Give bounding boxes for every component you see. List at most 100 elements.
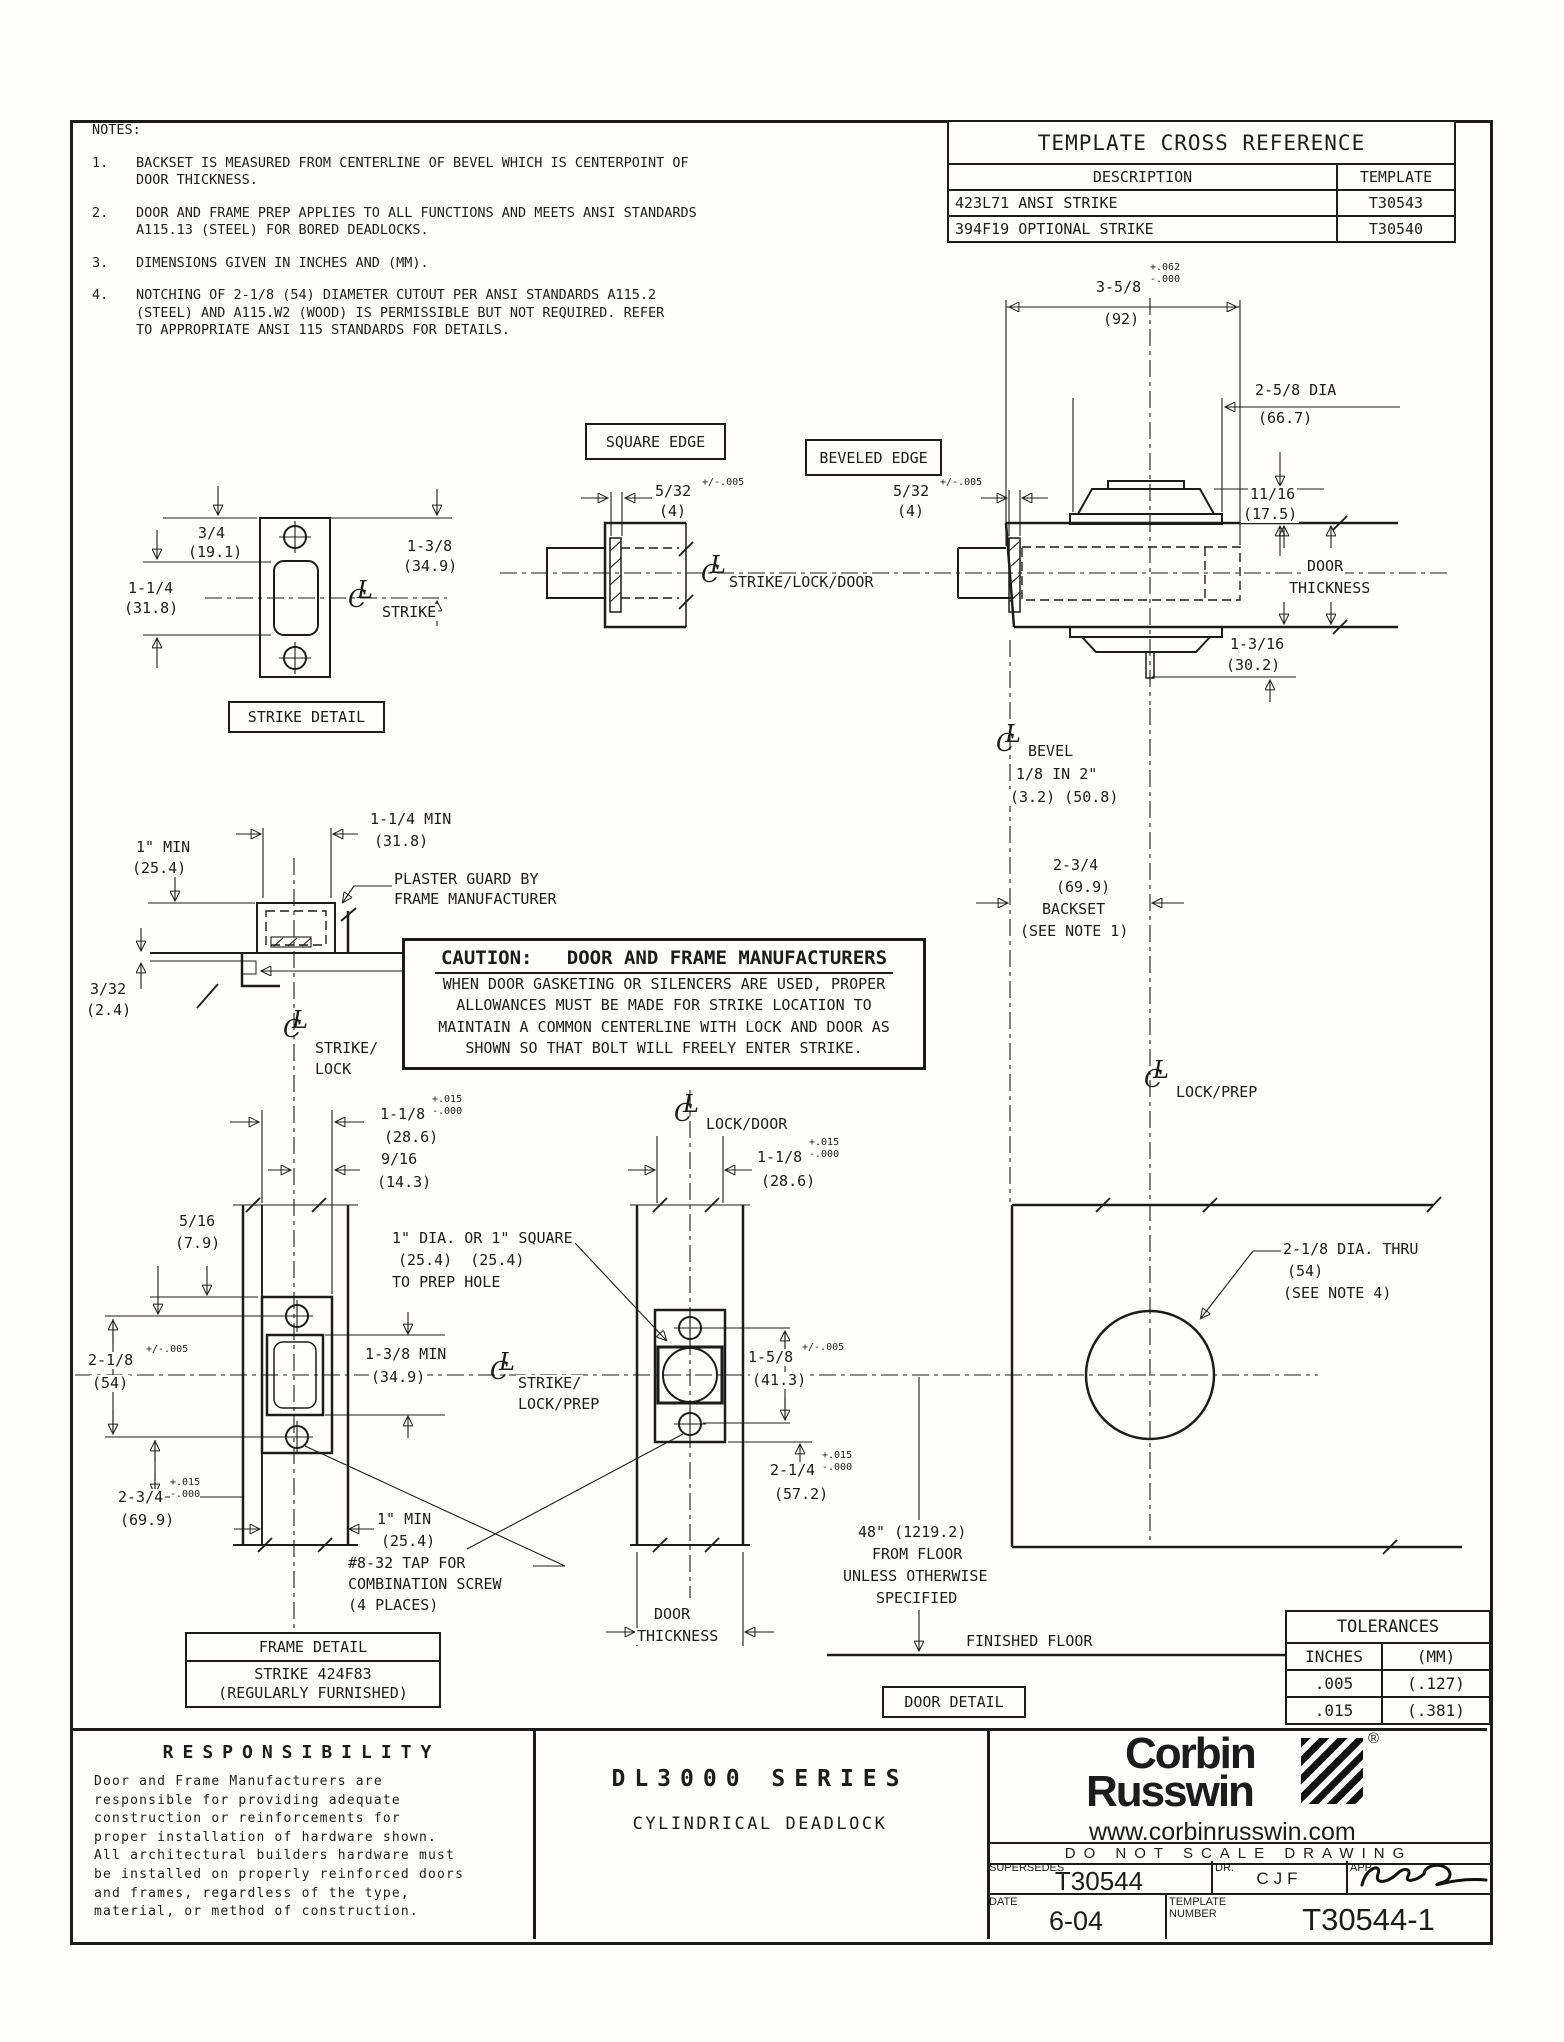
bevel-ratio: 1/8 IN 2" xyxy=(1014,765,1100,784)
dim-1-1-4-min-mm: (31.8) xyxy=(372,832,431,851)
dim-2-1-8-tol: +/-.005 xyxy=(144,1344,191,1355)
tolerances-title: TOLERANCES xyxy=(1287,1612,1489,1644)
dim-5-32-bevel-mm: (4) xyxy=(895,502,927,521)
dim-2-3-4-frame-tol: +.015-.000 xyxy=(170,1477,201,1501)
drawing-border xyxy=(70,120,1493,1945)
note-text: NOTCHING OF 2-1/8 (54) DIAMETER CUTOUT P… xyxy=(136,287,665,339)
dim-9-16: 9/16 xyxy=(379,1150,420,1169)
col-description: DESCRIPTION xyxy=(949,165,1338,189)
registered-mark: ® xyxy=(1368,1730,1380,1747)
drawn-by-cell: DR. CJF xyxy=(1213,1861,1348,1895)
cell-inches: .005 xyxy=(1287,1671,1383,1696)
website-url: www.corbinrusswin.com xyxy=(1089,1818,1356,1846)
col-mm: (MM) xyxy=(1416,1647,1456,1666)
caption-text: FRAME DETAIL xyxy=(187,1634,439,1662)
cell-template: T30543 xyxy=(1368,194,1424,212)
caution-line: ALLOWANCES MUST BE MADE FOR STRIKE LOCAT… xyxy=(456,996,872,1015)
note-text: DIMENSIONS GIVEN IN INCHES AND (MM). xyxy=(136,254,429,271)
tol-minus: -.000 xyxy=(822,1462,853,1473)
dim-1-3-16: 1-3/16 xyxy=(1228,635,1287,654)
approval-signature xyxy=(1360,1863,1488,1887)
tolerances-row: .005 (.127) xyxy=(1287,1671,1489,1698)
dim-11-16-mm: (17.5) xyxy=(1241,505,1300,524)
tap-note2: COMBINATION SCREW xyxy=(346,1575,504,1594)
dim-2-5-8-dia-mm: (66.7) xyxy=(1256,409,1315,428)
dim-3-5-8: 3-5/8 xyxy=(1094,278,1144,297)
caution-box: CAUTION: DOOR AND FRAME MANUFACTURERS WH… xyxy=(402,938,926,1071)
dim-3-32-mm: (2.4) xyxy=(84,1001,134,1020)
template-word: TEMPLATE xyxy=(1169,1896,1227,1908)
floor-height1: 48" (1219.2) xyxy=(856,1523,969,1542)
centerline-l: L xyxy=(710,551,726,579)
dim-1-1-8-frame-mm: (28.6) xyxy=(382,1128,441,1147)
backset-centerlines xyxy=(976,640,1184,1543)
door-thickness2-word2: THICKNESS xyxy=(635,1627,721,1646)
col-inches: INCHES xyxy=(1287,1644,1383,1669)
caption-text: STRIKE DETAIL xyxy=(247,708,366,726)
note-number: 4. xyxy=(92,287,109,304)
dim-1-3-8-mm: (34.9) xyxy=(401,557,460,576)
centerline-c: C xyxy=(996,729,1015,757)
centerline-strike-lock-prep1: STRIKE/ xyxy=(516,1374,584,1393)
centerline-bevel-label: BEVEL xyxy=(1026,742,1076,761)
dim-1in-min-mm: (25.4) xyxy=(130,859,189,878)
centerline-l: L xyxy=(1005,720,1021,748)
template-cross-reference-table: TEMPLATE CROSS REFERENCE DESCRIPTION TEM… xyxy=(947,120,1456,243)
dim-5-16-mm: (7.9) xyxy=(173,1234,223,1253)
dim-9-16-mm: (14.3) xyxy=(375,1173,434,1192)
dim-1in-min: 1" MIN xyxy=(134,838,193,857)
dim-1-1-8-door-tol: +.015-.000 xyxy=(809,1137,840,1161)
dim-1-1-4-min: 1-1/4 MIN xyxy=(368,810,454,829)
dim-2-1-4-tol: +.015-.000 xyxy=(822,1450,853,1474)
centerline-c: C xyxy=(1144,1065,1163,1093)
plaster-guard-drawing xyxy=(141,828,460,1628)
tol-minus: -.000 xyxy=(432,1106,463,1117)
door-detail-caption: DOOR DETAIL xyxy=(882,1686,1026,1718)
table-row: 423L71 ANSI STRIKE T30543 xyxy=(949,191,1454,217)
dim-2-1-4-mm: (57.2) xyxy=(772,1485,831,1504)
dim-1in-min-frame: 1" MIN xyxy=(375,1510,434,1529)
dim-1-5-8-mm: (41.3) xyxy=(750,1371,809,1390)
responsibility-line: All architectural builders hardware must xyxy=(94,1848,456,1864)
series-section: DL3000 SERIES CYLINDRICAL DEADLOCK xyxy=(533,1728,987,1942)
caption-text: DOOR DETAIL xyxy=(904,1693,1004,1711)
note-number: 3. xyxy=(92,254,109,271)
tol-plus: +.015 xyxy=(170,1477,201,1488)
plaster-guard-note2: FRAME MANUFACTURER xyxy=(392,890,559,909)
door-face-drawing xyxy=(1010,1196,1462,1555)
door-thickness-word1: DOOR xyxy=(1305,557,1346,576)
date-label: DATE xyxy=(989,1896,1018,1908)
door-thickness-word2: THICKNESS xyxy=(1287,579,1373,598)
dim-1-5-8-tol: +/-.005 xyxy=(800,1342,847,1353)
table-title: TEMPLATE CROSS REFERENCE xyxy=(949,122,1454,165)
backset-note: (SEE NOTE 1) xyxy=(1018,922,1131,941)
tol-plus: +.015 xyxy=(809,1137,840,1148)
supersedes-label: SUPERSEDES xyxy=(989,1862,1065,1874)
centerline-lock-prep-label: LOCK/PREP xyxy=(1174,1083,1260,1102)
centerline-strike-lock-label1: STRIKE/ xyxy=(313,1039,381,1058)
dim-5-32-mm: (4) xyxy=(657,502,689,521)
tol-plus: +.015 xyxy=(822,1450,853,1461)
centerline-strike-lock-prep2: LOCK/PREP xyxy=(516,1395,602,1414)
tol-minus: -.000 xyxy=(809,1149,840,1160)
dim-1in-min-frame-mm: (25.4) xyxy=(379,1532,438,1551)
dim-5-16: 5/16 xyxy=(177,1212,218,1231)
note-item: 1. BACKSET IS MEASURED FROM CENTERLINE O… xyxy=(92,155,752,190)
bevel-ratio-mm: (3.2) (50.8) xyxy=(1008,788,1121,807)
floor-height2: FROM FLOOR xyxy=(870,1545,965,1564)
band-divider-1 xyxy=(533,1728,536,1939)
frame-detail-caption: FRAME DETAIL STRIKE 424F83 (REGULARLY FU… xyxy=(185,1632,441,1708)
caption-text: BEVELED EDGE xyxy=(819,448,928,467)
dim-3-5-8-tol: +.062-.000 xyxy=(1150,262,1181,286)
centerline-c: C xyxy=(701,560,720,588)
dim-5-32: 5/32 xyxy=(653,482,694,501)
dim-2-1-8: 2-1/8 xyxy=(86,1351,136,1370)
dim-1-1-4: 1-1/4 xyxy=(126,579,176,598)
centerline-l: L xyxy=(499,1348,515,1376)
date-cell: DATE 6-04 xyxy=(987,1895,1167,1939)
caption-text: SQUARE EDGE xyxy=(605,432,706,451)
centerline-c: C xyxy=(674,1099,693,1127)
